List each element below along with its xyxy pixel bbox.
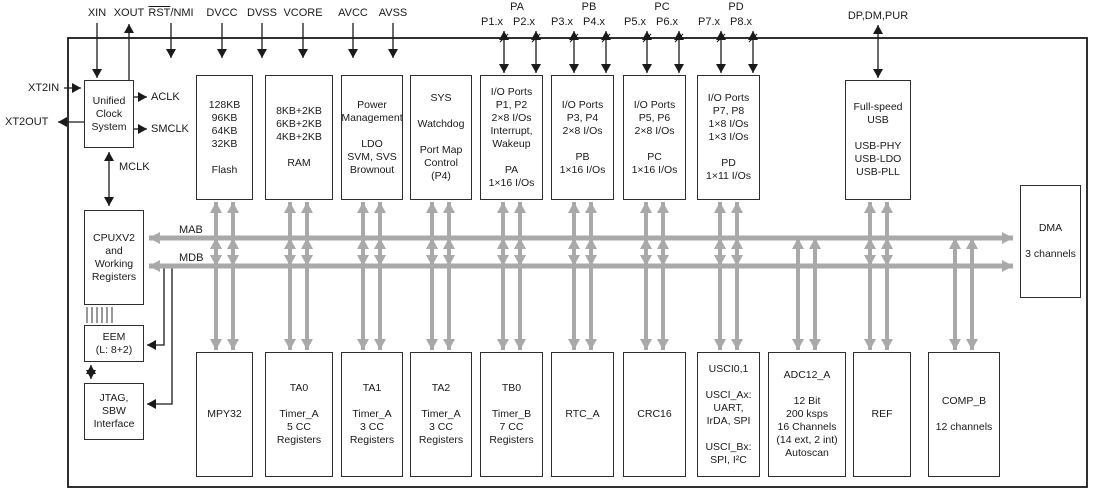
block-rtc-a: RTC_A: [551, 352, 614, 477]
block-eem: EEM(L: 8+2): [84, 325, 144, 362]
port-group-label-pd: PD: [728, 1, 744, 13]
top-pin-wires: [58, 23, 883, 127]
pin-label-xout: XOUT: [113, 7, 145, 19]
pin-label-p6x: P6.x: [655, 16, 679, 28]
pin-label-avcc: AVCC: [338, 7, 368, 19]
address-data-bus-wires: [149, 232, 1013, 272]
pin-label-vcore: VCORE: [283, 7, 323, 19]
block-dma: DMA 3 channels: [1020, 185, 1081, 298]
nmi-text: /NMI: [170, 7, 194, 19]
block-crc16: CRC16: [623, 352, 686, 477]
pin-label-avss: AVSS: [378, 7, 408, 19]
pin-label-usb-pins: DP,DM,PUR: [847, 10, 909, 22]
pin-label-p4x: P4.x: [582, 16, 606, 28]
pin-label-xt2in: XT2IN: [28, 82, 60, 94]
signal-label-aclk: ACLK: [151, 91, 180, 103]
pin-label-p8x: P8.x: [729, 16, 753, 28]
pin-label-p5x: P5.x: [623, 16, 647, 28]
bus-label-mab: MAB: [179, 224, 203, 236]
block-ref: REF: [853, 352, 911, 477]
pin-label-p3x: P3.x: [550, 16, 574, 28]
block-bus-connectors: [210, 202, 978, 350]
pin-label-p1x: P1.x: [480, 16, 504, 28]
pin-label-dvcc: DVCC: [206, 7, 238, 19]
pin-label-dvss: DVSS: [247, 7, 277, 19]
pin-label-p7x: P7.x: [697, 16, 721, 28]
port-group-label-pa: PA: [510, 1, 524, 13]
pin-label-rst-nmi: RST/NMI: [148, 7, 193, 20]
port-pin-wires: [499, 31, 758, 73]
port-group-label-pc: PC: [654, 1, 670, 13]
pin-label-xin: XIN: [87, 7, 107, 19]
signal-label-mclk: MCLK: [119, 161, 150, 173]
pin-label-xt2out: XT2OUT: [5, 116, 49, 128]
block-usci: USCI0,1 USCI_Ax:UART,IrDA, SPI USCI_Bx:S…: [697, 352, 760, 477]
pin-label-p2x: P2.x: [512, 16, 536, 28]
debug-wires: [86, 266, 173, 409]
clock-signal-wires: [104, 92, 147, 206]
rst-overline-text: RST: [148, 7, 171, 19]
port-group-label-pb: PB: [581, 1, 597, 13]
block-mpy32: MPY32: [196, 352, 253, 477]
signal-label-smclk: SMCLK: [151, 123, 189, 135]
bus-label-mdb: MDB: [179, 252, 204, 264]
block-comp-b: COMP_B 12 channels: [928, 352, 1000, 477]
